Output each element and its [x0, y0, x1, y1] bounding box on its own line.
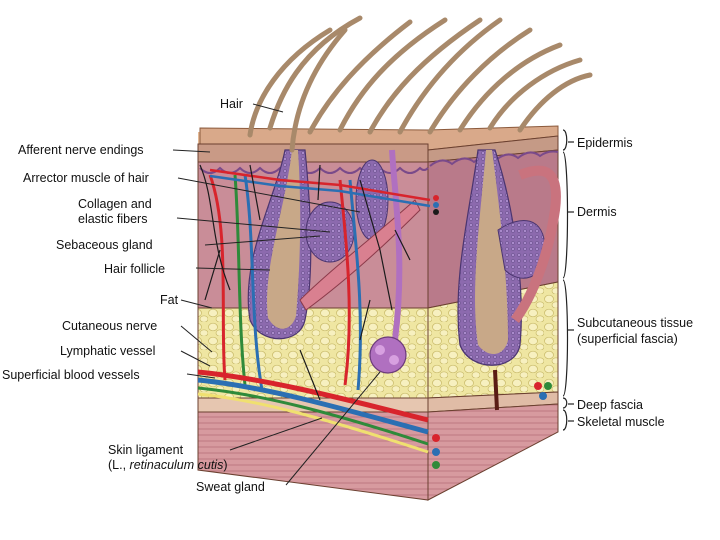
artery — [208, 174, 227, 381]
label-hair: Hair — [220, 97, 243, 111]
label-deep-fascia: Deep fascia — [577, 398, 643, 412]
layer-brackets — [562, 129, 574, 431]
leader-lines — [172, 103, 381, 486]
skeletal-muscle-side — [427, 403, 559, 501]
label-collagen-1: Collagen and — [78, 197, 152, 211]
label-sweat-gland: Sweat gland — [196, 480, 265, 494]
label-skin-ligament-1: Skin ligament — [108, 443, 184, 457]
label-hair-follicle: Hair follicle — [104, 262, 165, 276]
label-subcutaneous-2: (superficial fascia) — [577, 332, 678, 346]
label-lymphatic-vessel: Lymphatic vessel — [60, 344, 155, 358]
label-skin-ligament-2: (L., retinaculum cutis) — [108, 458, 228, 472]
label-cutaneous-nerve: Cutaneous nerve — [62, 319, 157, 333]
label-fat: Fat — [160, 293, 179, 307]
arrector-muscle — [299, 199, 421, 311]
label-collagen-2: elastic fibers — [78, 212, 147, 226]
sweat-gland-duct — [389, 149, 403, 341]
label-superficial-blood-vessels: Superficial blood vessels — [2, 368, 140, 382]
label-epidermis: Epidermis — [577, 136, 633, 150]
sweat-gland — [369, 336, 407, 374]
label-skeletal-muscle: Skeletal muscle — [577, 415, 665, 429]
superficial-blood-vessels — [197, 369, 429, 423]
label-arrector-muscle: Arrector muscle of hair — [23, 171, 149, 185]
label-subcutaneous-1: Subcutaneous tissue — [577, 316, 693, 330]
label-afferent-nerve-endings: Afferent nerve endings — [18, 143, 144, 157]
hair-shafts — [247, 15, 593, 153]
label-dermis: Dermis — [577, 205, 617, 219]
label-sebaceous-gland: Sebaceous gland — [56, 238, 153, 252]
